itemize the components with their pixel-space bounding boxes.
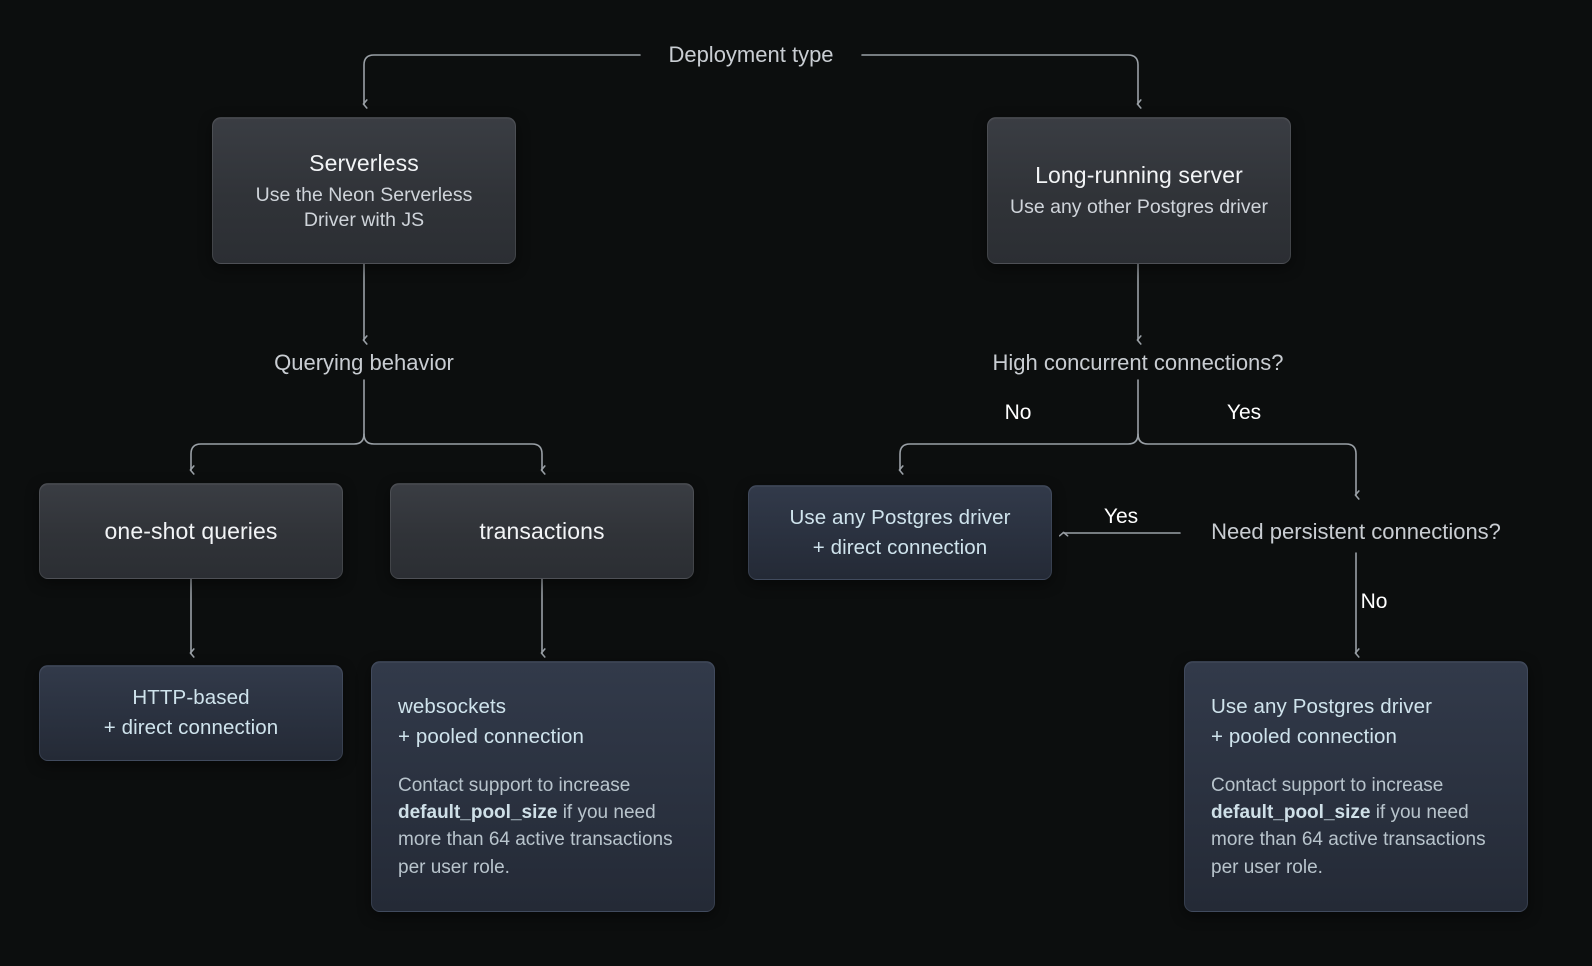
node-postgres-driver-direct-connection-title: Use any Postgres driver + direct connect… bbox=[789, 505, 1011, 559]
node-postgres-driver-direct-connection[interactable]: Use any Postgres driver + direct connect… bbox=[748, 485, 1052, 580]
note-text-before: Contact support to increase bbox=[1211, 774, 1444, 796]
note-code-default-pool-size: default_pool_size bbox=[1211, 801, 1371, 823]
node-transactions-title: transactions bbox=[479, 517, 605, 544]
node-postgres-driver-pooled-connection-title: Use any Postgres driver + pooled connect… bbox=[1211, 695, 1433, 748]
node-websockets-pooled-connection[interactable]: websockets + pooled connection Contact s… bbox=[371, 661, 715, 912]
node-http-based-direct-connection-title: HTTP-based + direct connection bbox=[103, 686, 279, 739]
edge-highconcurrent-no bbox=[898, 379, 1139, 475]
label-deployment-type: Deployment type bbox=[668, 42, 834, 67]
node-serverless[interactable]: Serverless Use the Neon Serverless Drive… bbox=[212, 117, 516, 264]
label-high-concurrent-connections: High concurrent connections? bbox=[992, 350, 1284, 375]
node-postgres-driver-pooled-connection-note: Contact support to increase default_pool… bbox=[1211, 772, 1501, 881]
edge-label-need-persistent-no: No bbox=[1360, 590, 1388, 613]
edge-label-high-concurrent-no: No bbox=[1004, 401, 1032, 424]
node-postgres-driver-pooled-connection[interactable]: Use any Postgres driver + pooled connect… bbox=[1184, 661, 1528, 912]
edge-querying-split-right bbox=[363, 433, 546, 475]
node-long-running-server-subtitle: Use any other Postgres driver bbox=[1010, 196, 1268, 219]
edge-root-to-serverless bbox=[362, 54, 641, 109]
node-http-based-direct-connection[interactable]: HTTP-based + direct connection bbox=[39, 665, 343, 761]
node-transactions[interactable]: transactions bbox=[390, 483, 694, 579]
node-websockets-pooled-connection-title: websockets + pooled connection bbox=[398, 695, 584, 748]
label-need-persistent-connections: Need persistent connections? bbox=[1211, 519, 1501, 544]
node-one-shot-queries-title: one-shot queries bbox=[104, 517, 278, 544]
edge-querying-split-left bbox=[189, 379, 365, 475]
node-websockets-pooled-connection-note: Contact support to increase default_pool… bbox=[398, 772, 688, 881]
label-querying-behavior: Querying behavior bbox=[274, 350, 454, 375]
edge-highconcurrent-yes bbox=[1137, 433, 1360, 500]
edge-label-need-persistent-yes: Yes bbox=[1103, 505, 1139, 528]
node-one-shot-queries[interactable]: one-shot queries bbox=[39, 483, 343, 579]
node-serverless-title: Serverless bbox=[309, 149, 419, 176]
edge-label-high-concurrent-yes: Yes bbox=[1226, 401, 1262, 424]
node-long-running-server[interactable]: Long-running server Use any other Postgr… bbox=[987, 117, 1291, 264]
edge-root-to-long-running bbox=[861, 54, 1142, 109]
note-text-before: Contact support to increase bbox=[398, 774, 631, 796]
node-long-running-server-title: Long-running server bbox=[1035, 162, 1243, 188]
note-text-after: if you need more than 64 active transact… bbox=[1211, 801, 1486, 878]
note-text-after: if you need more than 64 active transact… bbox=[398, 801, 673, 878]
node-serverless-subtitle: Use the Neon Serverless Driver with JS bbox=[255, 183, 473, 231]
note-code-default-pool-size: default_pool_size bbox=[398, 801, 558, 823]
